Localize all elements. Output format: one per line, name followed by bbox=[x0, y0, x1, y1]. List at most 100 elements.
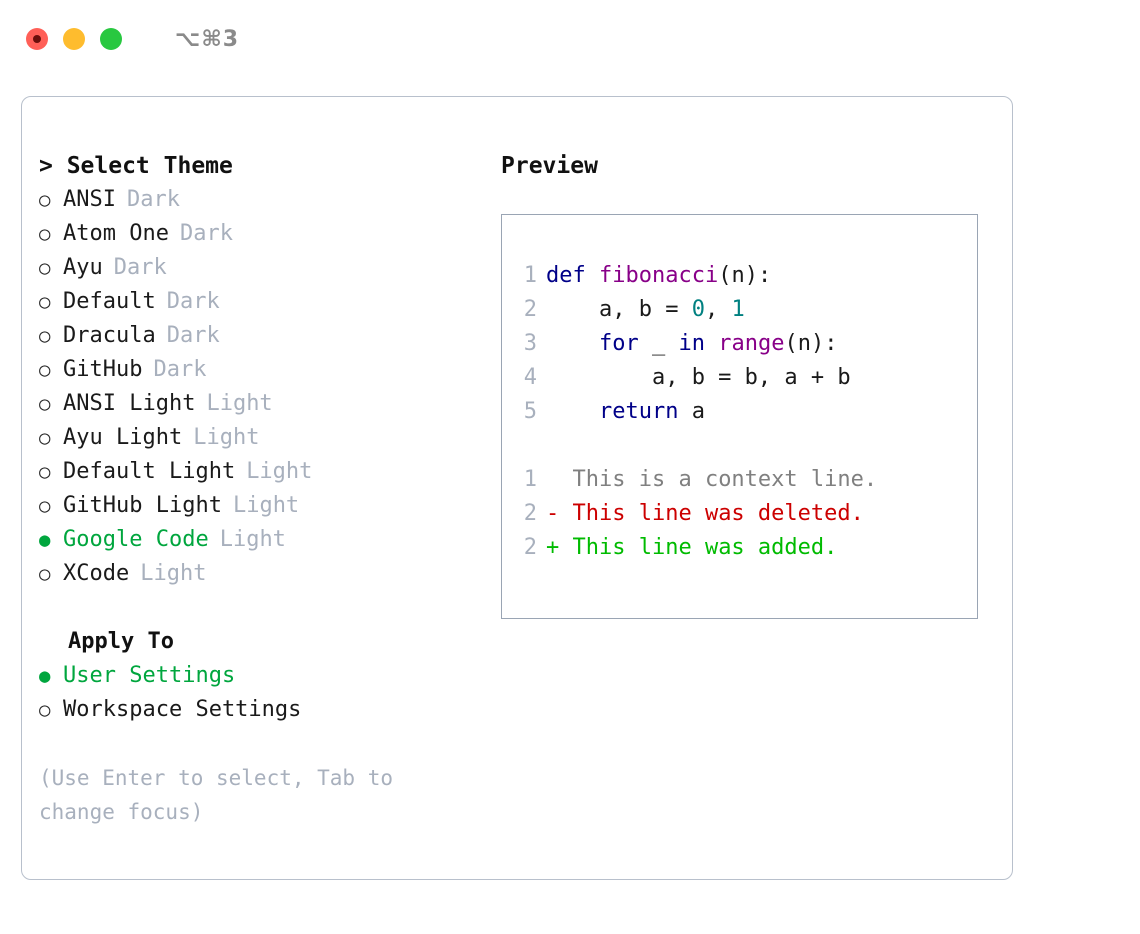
apply-to-option-label: Workspace Settings bbox=[63, 697, 302, 722]
line-number: 4 bbox=[523, 365, 537, 390]
theme-option-kind: Dark bbox=[166, 323, 220, 348]
code-token-pln: , bbox=[704, 297, 732, 322]
line-number: 1 bbox=[523, 263, 537, 288]
line-number: 3 bbox=[523, 331, 537, 356]
code-token-pln: _ bbox=[638, 331, 679, 356]
diff-content: This line was added. bbox=[559, 535, 838, 560]
code-token-pln: a bbox=[678, 399, 705, 424]
diff-line-del: 2- This line was deleted. bbox=[502, 497, 977, 531]
theme-option-ansi[interactable]: ○ ANSI Dark bbox=[39, 183, 492, 217]
code-token-pln bbox=[586, 263, 599, 288]
apply-to-option-label: User Settings bbox=[63, 663, 236, 688]
diff-sign: + bbox=[546, 535, 560, 560]
apply-to-list[interactable]: ●User Settings○Workspace Settings bbox=[39, 659, 492, 727]
theme-option-kind: Light bbox=[232, 493, 300, 518]
theme-option-github-light[interactable]: ○ GitHub Light Light bbox=[39, 489, 492, 523]
theme-option-label: Atom One bbox=[63, 221, 169, 246]
diff-text: + This line was added. bbox=[546, 531, 837, 565]
code-line: 4 a, b = b, a + b bbox=[502, 361, 977, 395]
window-title: ⌥⌘3 bbox=[175, 26, 240, 52]
radio-unselected-icon: ○ bbox=[39, 393, 51, 415]
theme-option-kind: Dark bbox=[113, 255, 167, 280]
theme-option-ayu[interactable]: ○ Ayu Dark bbox=[39, 251, 492, 285]
theme-option-label: ANSI bbox=[63, 187, 116, 212]
code-token-fn: fibonacci bbox=[599, 263, 719, 288]
radio-unselected-icon: ○ bbox=[39, 495, 51, 517]
line-number: 1 bbox=[523, 467, 537, 492]
code-token-pln: a, b = bbox=[546, 297, 692, 322]
line-number: 5 bbox=[523, 399, 537, 424]
theme-option-label: XCode bbox=[63, 561, 130, 586]
minimize-button[interactable] bbox=[63, 28, 85, 50]
code-token-fn: range bbox=[718, 331, 785, 356]
radio-unselected-icon: ○ bbox=[39, 461, 51, 483]
diff-content: This is a context line. bbox=[559, 467, 878, 492]
theme-option-kind: Dark bbox=[179, 221, 233, 246]
theme-option-kind: Light bbox=[246, 459, 313, 484]
maximize-button[interactable] bbox=[100, 28, 122, 50]
theme-option-default[interactable]: ○ Default Dark bbox=[39, 285, 492, 319]
apply-to-heading: Apply To bbox=[68, 629, 174, 654]
radio-unselected-icon: ○ bbox=[39, 563, 51, 585]
radio-unselected-icon: ○ bbox=[39, 189, 51, 211]
section-spacer bbox=[39, 591, 492, 625]
theme-option-kind: Light bbox=[140, 561, 207, 586]
code-line: 3 for _ in range(n): bbox=[502, 327, 977, 361]
code-token-punc: (n): bbox=[784, 331, 838, 356]
radio-unselected-icon: ○ bbox=[39, 291, 51, 313]
theme-option-label: Dracula bbox=[63, 323, 156, 348]
code-token-kw: return bbox=[598, 399, 679, 424]
theme-option-kind: Light bbox=[206, 391, 273, 416]
diff-sample: 1 This is a context line.2- This line wa… bbox=[502, 463, 977, 565]
diff-content: This line was deleted. bbox=[559, 501, 864, 526]
code-token-pln bbox=[546, 399, 599, 424]
theme-option-kind: Dark bbox=[153, 357, 207, 382]
code-text: a, b = 0, 1 bbox=[546, 293, 745, 327]
code-token-pln: a, b = b, a + b bbox=[546, 365, 851, 390]
code-text: def fibonacci(n): bbox=[546, 259, 771, 293]
line-number: 2 bbox=[523, 297, 537, 322]
theme-option-label: Ayu bbox=[63, 255, 103, 280]
preview-heading: Preview bbox=[501, 153, 598, 179]
diff-sign: - bbox=[546, 501, 560, 526]
code-token-kw: def bbox=[546, 263, 586, 288]
close-button[interactable] bbox=[26, 28, 48, 50]
theme-option-kind: Dark bbox=[166, 289, 220, 314]
code-token-num: 0 bbox=[691, 297, 705, 322]
radio-unselected-icon: ○ bbox=[39, 359, 51, 381]
theme-option-xcode[interactable]: ○ XCode Light bbox=[39, 557, 492, 591]
code-token-kw: for bbox=[598, 331, 639, 356]
theme-option-label: ANSI Light bbox=[63, 391, 196, 416]
code-line: 1 def fibonacci(n): bbox=[502, 259, 977, 293]
theme-option-kind: Dark bbox=[126, 187, 180, 212]
diff-sign bbox=[546, 467, 559, 492]
code-text: for _ in range(n): bbox=[546, 327, 837, 361]
line-number: 2 bbox=[523, 501, 537, 526]
theme-option-ansi-light[interactable]: ○ ANSI Light Light bbox=[39, 387, 492, 421]
diff-line-ctx: 1 This is a context line. bbox=[502, 463, 977, 497]
apply-to-option-user-settings[interactable]: ●User Settings bbox=[39, 659, 492, 693]
radio-unselected-icon: ○ bbox=[39, 427, 51, 449]
apply-to-option-workspace-settings[interactable]: ○Workspace Settings bbox=[39, 693, 492, 727]
theme-option-default-light[interactable]: ○ Default Light Light bbox=[39, 455, 492, 489]
code-token-num: 1 bbox=[731, 297, 745, 322]
radio-unselected-icon: ○ bbox=[39, 257, 51, 279]
diff-line-add: 2+ This line was added. bbox=[502, 531, 977, 565]
code-line: 2 a, b = 0, 1 bbox=[502, 293, 977, 327]
theme-option-label: Default Light bbox=[63, 459, 236, 484]
theme-option-label: Default bbox=[63, 289, 156, 314]
theme-option-kind: Light bbox=[193, 425, 260, 450]
theme-option-kind: Light bbox=[219, 527, 286, 552]
traffic-light-group bbox=[26, 28, 122, 50]
theme-option-label: GitHub Light bbox=[63, 493, 222, 518]
